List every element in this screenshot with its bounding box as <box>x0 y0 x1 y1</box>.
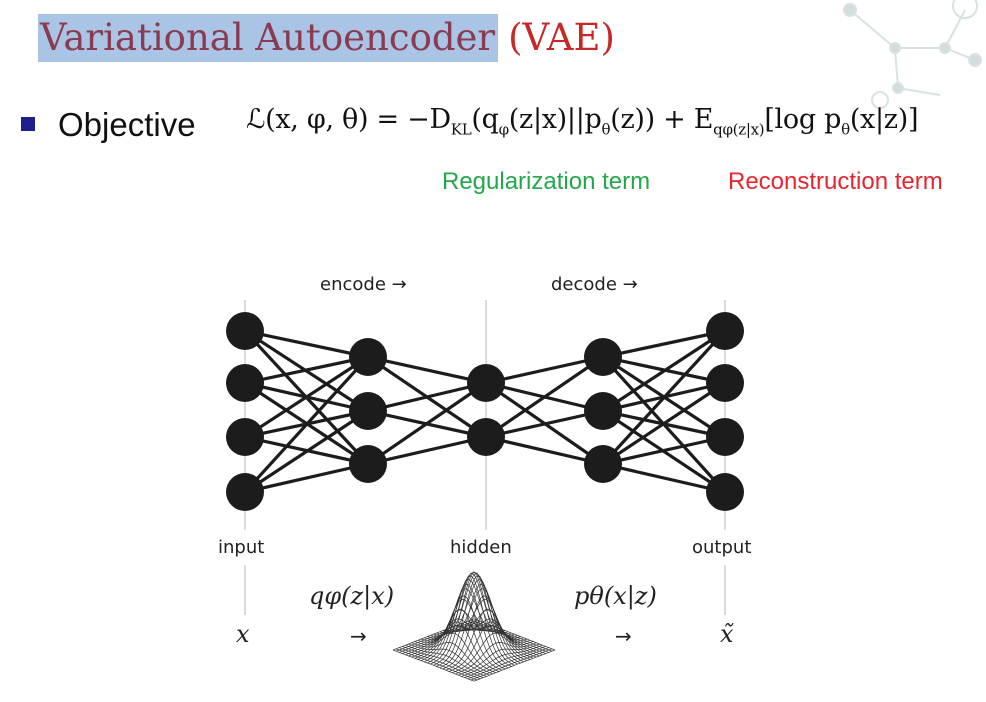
gaussian-wire <box>467 647 549 680</box>
gaussian-wire <box>458 643 540 676</box>
gaussian-wire <box>461 644 543 677</box>
network-edge <box>485 355 604 385</box>
encode-label: encode → <box>320 274 407 295</box>
gaussian-wire <box>399 647 481 680</box>
network-edge <box>602 462 726 494</box>
network-node <box>349 392 387 430</box>
network-node <box>706 312 744 350</box>
network-node <box>584 445 622 483</box>
formula-e-sub: qφ(z|x) <box>713 120 765 139</box>
formula-theta-sub: θ <box>601 120 611 139</box>
network-nodes <box>226 312 744 511</box>
network-node <box>584 392 622 430</box>
network-node <box>349 338 387 376</box>
gaussian-wire <box>411 642 493 675</box>
regularization-term-label: Regularization term <box>442 168 651 195</box>
network-node <box>706 364 744 402</box>
network-node <box>349 445 387 483</box>
network-edge <box>602 329 726 413</box>
encoder-distribution-label: qφ(z|x) <box>309 582 395 610</box>
decoder-arrow-icon: → <box>615 624 632 648</box>
decoder-distribution-label: pθ(x|z) <box>574 582 657 610</box>
gaussian-wire <box>448 621 531 672</box>
gaussian-wire <box>424 595 506 670</box>
formula-mid: (q <box>471 104 499 135</box>
gaussian-wire <box>420 608 503 671</box>
formula-theta-sub2: θ <box>841 120 850 139</box>
network-node <box>467 418 505 456</box>
encoder-arrow-icon: → <box>350 624 367 648</box>
network-edge <box>367 435 487 466</box>
network-node <box>226 364 264 402</box>
network-edge <box>485 435 604 466</box>
gaussian-wire <box>452 632 534 674</box>
network-node <box>706 418 744 456</box>
formula-mid3: (z)) + E <box>610 104 714 135</box>
network-node <box>584 338 622 376</box>
formula-rhs2: (x|z)] <box>849 104 919 135</box>
network-edge <box>485 355 604 439</box>
gaussian-surface-plot <box>392 571 556 682</box>
elbo-formula: ℒ(x, φ, θ) = −DKL(qφ(z|x)||pθ(z)) + Eqφ(… <box>246 104 918 138</box>
gaussian-wire <box>395 648 478 681</box>
gaussian-wire <box>442 595 524 670</box>
network-edge <box>244 329 369 359</box>
network-edges <box>243 329 727 494</box>
network-node <box>226 418 264 456</box>
network-node <box>226 312 264 350</box>
output-x-tilde-symbol: x̃ <box>720 620 734 648</box>
title-suffix: (VAE) <box>508 16 615 59</box>
network-edge <box>244 409 369 494</box>
gaussian-wire <box>417 621 500 672</box>
network-edge <box>602 435 726 466</box>
gaussian-wire <box>455 642 537 675</box>
gaussian-wire <box>445 608 528 671</box>
objective-label: Objective <box>58 106 196 143</box>
input-label: input <box>218 537 265 558</box>
network-edge <box>244 355 369 439</box>
formula-kl-sub: KL <box>450 120 472 139</box>
gaussian-wire <box>408 643 490 676</box>
gaussian-wire <box>470 648 553 681</box>
network-edge <box>602 329 726 359</box>
network-node <box>226 473 264 511</box>
network-edge <box>485 409 604 439</box>
gaussian-wire <box>464 646 546 678</box>
network-node <box>467 364 505 402</box>
network-edge <box>243 355 370 494</box>
slide-title: Variational Autoencoder (VAE) <box>38 10 615 62</box>
network-edge <box>367 381 487 413</box>
gaussian-wire <box>414 632 496 674</box>
hidden-label: hidden <box>450 537 512 558</box>
reconstruction-term-label: Reconstruction term <box>728 168 943 195</box>
network-edge <box>602 381 726 466</box>
network-edge <box>601 329 727 466</box>
decode-label: decode → <box>551 274 638 295</box>
network-edge <box>367 381 487 466</box>
network-edge <box>367 355 487 385</box>
formula-rhs: [log p <box>764 104 842 135</box>
formula-lhs: ℒ(x, φ, θ) = −D <box>246 104 451 135</box>
formula-mid2: (z|x)||p <box>508 104 602 135</box>
gaussian-wire <box>433 571 515 666</box>
gaussian-wire <box>405 644 487 677</box>
network-edge <box>244 462 369 494</box>
formula-phi-sub: φ <box>498 120 510 139</box>
gaussian-wire <box>392 649 475 682</box>
output-label: output <box>692 537 752 558</box>
network-node <box>706 473 744 511</box>
bullet-square-icon <box>21 117 35 131</box>
gaussian-wire <box>402 646 484 678</box>
title-highlighted: Variational Autoencoder <box>38 14 499 62</box>
input-x-symbol: x <box>236 620 250 648</box>
network-edge <box>244 355 369 385</box>
gaussian-wire <box>473 649 556 682</box>
